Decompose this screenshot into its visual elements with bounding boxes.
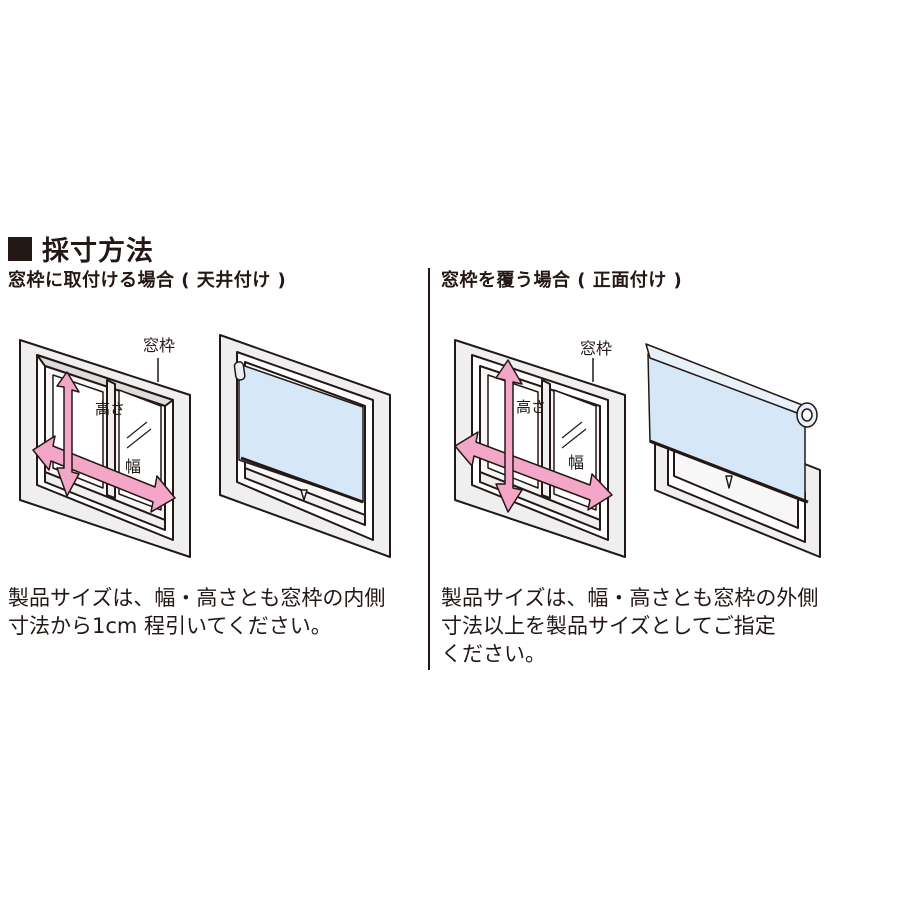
inside-mount-blind-diagram: [215, 320, 395, 564]
outside-mount-description: 製品サイズは、幅・高さとも窓枠の外側 寸法以上を製品サイズとしてご指定 ください…: [441, 586, 819, 666]
frame-label-outside: 窓枠: [580, 339, 612, 358]
width-label-outside: 幅: [568, 453, 584, 472]
inside-blind-illustration: [219, 334, 391, 558]
outside-frame-illustration: 高さ 幅 窓枠: [454, 339, 626, 558]
height-label-outside: 高さ: [516, 398, 546, 416]
outside-blind-illustration: [645, 343, 821, 558]
right-section-title: 窓枠を覆う場合 ( 正面付け ): [441, 270, 683, 291]
width-label: 幅: [125, 457, 141, 476]
outside-mount-measure-diagram: 高さ 幅 窓枠: [450, 320, 630, 564]
outside-mount-blind-diagram: [640, 320, 825, 564]
width-height-arrows-outside: [454, 359, 613, 513]
width-height-arrows: [32, 371, 176, 513]
left-section-title: 窓枠に取付ける場合 ( 天井付け ): [8, 270, 287, 291]
square-bullet-icon: [8, 236, 32, 261]
frame-label: 窓枠: [143, 336, 175, 355]
height-label: 高さ: [95, 400, 125, 418]
page-title: 採寸方法: [42, 236, 154, 267]
inside-frame-illustration: 高さ 幅 窓枠: [19, 336, 191, 558]
inside-mount-measure-diagram: 高さ 幅 窓枠: [15, 320, 195, 564]
section-divider: [428, 268, 430, 670]
inside-mount-description: 製品サイズは、幅・高さとも窓枠の内側 寸法から1cm 程引いてください。: [8, 586, 386, 638]
section-heading: 採寸方法: [8, 229, 154, 268]
